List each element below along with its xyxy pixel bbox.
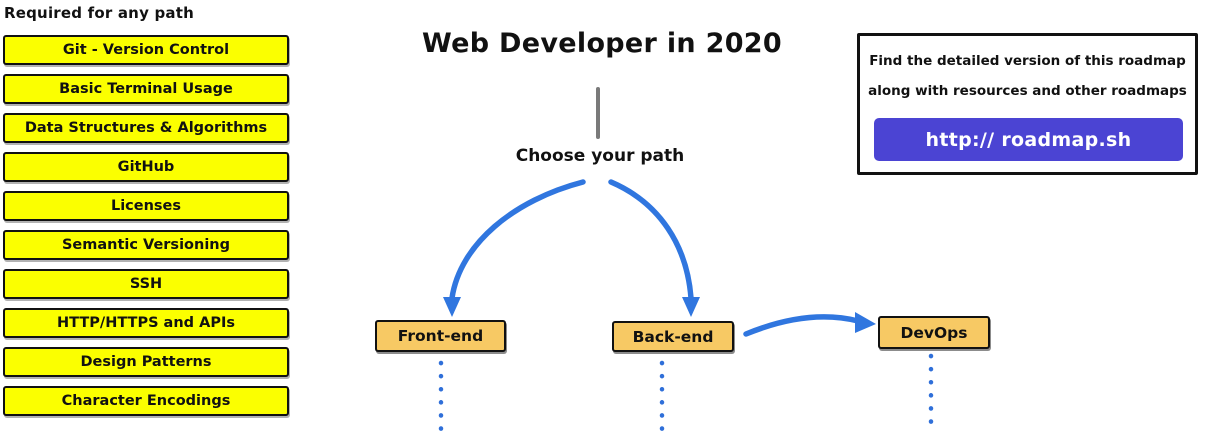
path-node-frontend[interactable]: Front-end [375,320,506,352]
info-text-line1: Find the detailed version of this roadma… [869,53,1186,69]
topic-basic-terminal-usage[interactable]: Basic Terminal Usage [3,74,289,104]
required-topics-list: Git - Version Control Basic Terminal Usa… [3,35,289,425]
topic-character-encodings[interactable]: Character Encodings [3,386,289,416]
path-node-backend[interactable]: Back-end [612,321,734,352]
topic-ssh[interactable]: SSH [3,269,289,299]
info-text-line2: along with resources and other roadmaps [868,83,1187,99]
path-node-devops[interactable]: DevOps [878,316,990,349]
arrowhead-devops [855,312,876,333]
choose-your-path-label: Choose your path [515,146,685,166]
topic-github[interactable]: GitHub [3,152,289,182]
arrow-backend-to-devops [743,314,861,337]
arrowhead-backend [682,297,700,317]
roadmap-info-box: Find the detailed version of this roadma… [857,33,1198,175]
page-title: Web Developer in 2020 [422,28,782,59]
arrow-to-frontend [449,179,586,301]
topic-licenses[interactable]: Licenses [3,191,289,221]
topic-semantic-versioning[interactable]: Semantic Versioning [3,230,289,260]
topic-design-patterns[interactable]: Design Patterns [3,347,289,377]
topic-http-https-apis[interactable]: HTTP/HTTPS and APIs [3,308,289,338]
topic-data-structures-algorithms[interactable]: Data Structures & Algorithms [3,113,289,143]
arrowhead-frontend [443,297,461,317]
arrow-to-backend [608,179,694,301]
topic-git-version-control[interactable]: Git - Version Control [3,35,289,65]
roadmap-url-button[interactable]: http:// roadmap.sh [874,118,1183,161]
required-path-heading: Required for any path [4,4,194,22]
